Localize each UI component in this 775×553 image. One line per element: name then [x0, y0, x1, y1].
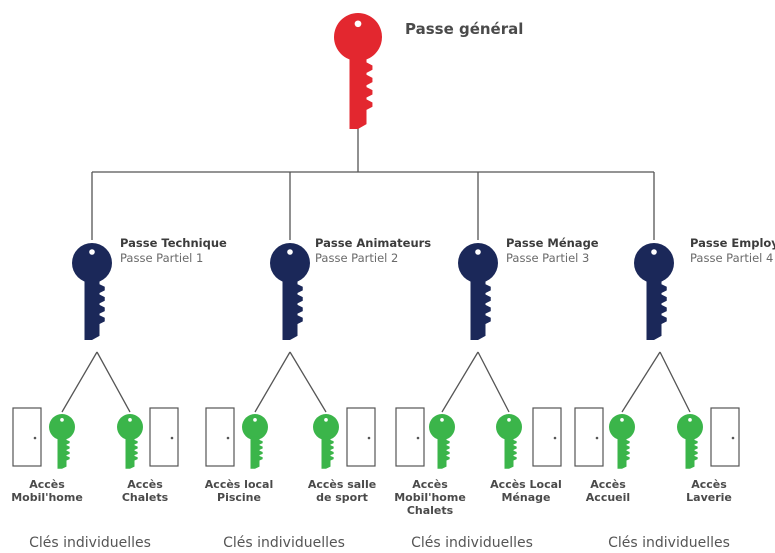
partial-key-4-title: Passe Employé — [690, 236, 775, 250]
door-icon — [395, 407, 425, 467]
connector-line — [289, 351, 327, 413]
connector-line — [477, 351, 510, 413]
green-key-icon — [242, 414, 268, 469]
master-key-label: Passe général — [405, 20, 524, 38]
green-key-icon — [117, 414, 143, 469]
partial-key-3-title: Passe Ménage — [506, 236, 599, 250]
blue-key-icon — [270, 243, 310, 340]
door-icon — [12, 407, 42, 467]
blue-key-icon — [72, 243, 112, 340]
red-key-icon — [334, 13, 382, 129]
green-key-icon — [49, 414, 75, 469]
blue-key-icon — [634, 243, 674, 340]
group-label-individual-keys: Clés individuelles — [223, 535, 345, 551]
green-key-icon — [677, 414, 703, 469]
connector-line — [621, 351, 661, 413]
group-label-individual-keys: Clés individuelles — [411, 535, 533, 551]
connector-line — [96, 351, 131, 413]
door-icon — [149, 407, 179, 467]
door-icon — [205, 407, 235, 467]
partial-key-2-subtitle: Passe Partiel 2 — [315, 251, 399, 265]
group-label-individual-keys: Clés individuelles — [29, 535, 151, 551]
door-icon — [532, 407, 562, 467]
door-icon — [574, 407, 604, 467]
green-key-icon — [496, 414, 522, 469]
partial-key-1-title: Passe Technique — [120, 236, 227, 250]
blue-key-icon — [458, 243, 498, 340]
green-key-icon — [429, 414, 455, 469]
partial-key-2-title: Passe Animateurs — [315, 236, 432, 250]
partial-key-3-subtitle: Passe Partiel 3 — [506, 251, 590, 265]
connector-line — [254, 351, 291, 413]
partial-key-4-subtitle: Passe Partiel 4 — [690, 251, 774, 265]
green-key-icon — [609, 414, 635, 469]
green-key-icon — [313, 414, 339, 469]
connector-line — [659, 351, 691, 413]
door-icon — [710, 407, 740, 467]
partial-key-1-subtitle: Passe Partiel 1 — [120, 251, 204, 265]
connector-line — [61, 351, 98, 413]
connector-line — [441, 351, 479, 413]
door-icon — [346, 407, 376, 467]
group-label-individual-keys: Clés individuelles — [608, 535, 730, 551]
